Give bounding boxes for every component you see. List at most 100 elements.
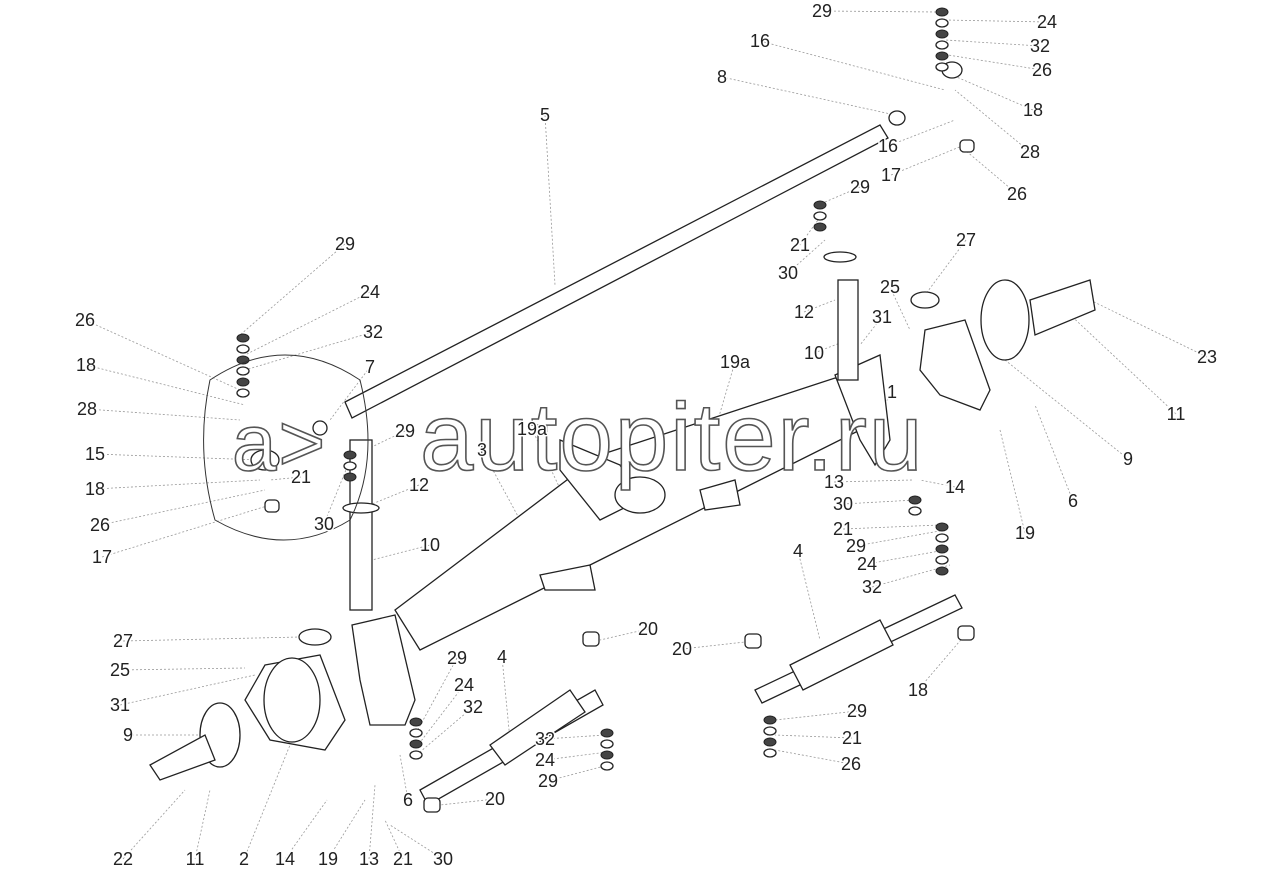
callout-19: 19 — [318, 849, 338, 869]
leader-line — [122, 789, 186, 860]
leader-line — [803, 299, 836, 313]
cylinder-barrel-right — [789, 619, 894, 691]
callout-14: 14 — [945, 477, 965, 497]
leader-line — [954, 89, 1031, 153]
washer — [813, 200, 827, 210]
leader-line — [417, 684, 465, 746]
callout-16: 16 — [750, 31, 770, 51]
beam-boss — [614, 476, 666, 514]
knuckle-arm-right — [834, 354, 891, 467]
bushing — [264, 499, 280, 513]
washer — [935, 40, 949, 50]
callout-29: 29 — [447, 648, 467, 668]
washer — [236, 366, 250, 376]
washer — [935, 51, 949, 61]
callout-21: 21 — [393, 849, 413, 869]
washer — [236, 344, 250, 354]
leader-line — [354, 430, 406, 456]
callout-20: 20 — [672, 639, 692, 659]
washer — [409, 739, 423, 749]
callout-29: 29 — [812, 1, 832, 21]
cylinder-barrel-left — [489, 689, 586, 766]
washer — [935, 18, 949, 28]
callout-30: 30 — [433, 849, 453, 869]
washer — [935, 533, 949, 543]
nut-7 — [312, 420, 328, 436]
callout-17: 17 — [92, 547, 112, 567]
callout-13: 13 — [359, 849, 379, 869]
washer — [935, 555, 949, 565]
nut-8 — [888, 110, 906, 126]
callout-5: 5 — [540, 105, 550, 125]
leader-line — [269, 476, 302, 481]
tie-rod-end-left — [250, 449, 280, 471]
bushing — [582, 631, 600, 647]
bushing — [959, 139, 975, 153]
washer — [343, 461, 357, 471]
callout-28: 28 — [77, 399, 97, 419]
leader-line — [101, 504, 271, 558]
leader-line — [871, 564, 951, 588]
leader-line — [284, 799, 328, 860]
kingpin-right — [837, 279, 859, 381]
washer — [935, 7, 949, 17]
leader-line — [599, 628, 649, 641]
cylinder-bracket-left — [539, 564, 596, 591]
callout-23: 23 — [1197, 347, 1217, 367]
watermark: a> autopiter.ru — [203, 354, 923, 541]
leader-line — [833, 479, 913, 483]
leader-line — [721, 76, 896, 116]
leader-line — [821, 10, 939, 13]
leader-line — [951, 74, 1034, 111]
callout-26: 26 — [1007, 184, 1027, 204]
callout-24: 24 — [857, 554, 877, 574]
leader-line — [501, 656, 511, 741]
leader-line — [99, 489, 266, 526]
steering-knuckle-right — [919, 319, 991, 411]
callout-21: 21 — [833, 519, 853, 539]
callout-30: 30 — [778, 263, 798, 283]
washer — [600, 728, 614, 738]
washer — [600, 761, 614, 771]
leader-line — [544, 751, 608, 761]
seal-right — [910, 291, 940, 309]
washer — [935, 566, 949, 576]
cap-left — [342, 502, 380, 514]
bushing — [957, 625, 975, 641]
callout-27: 27 — [956, 230, 976, 250]
callout-24: 24 — [454, 675, 474, 695]
washer — [236, 377, 250, 387]
leader-line — [239, 243, 346, 336]
leader-line — [787, 239, 826, 274]
leader-lines — [84, 10, 1208, 860]
leader-line — [999, 429, 1026, 534]
hub-flange-left — [263, 657, 321, 743]
callout-12: 12 — [409, 475, 429, 495]
callout-32: 32 — [1030, 36, 1050, 56]
leader-line — [323, 459, 351, 525]
callout-32: 32 — [363, 322, 383, 342]
callout-27: 27 — [113, 631, 133, 651]
leader-line — [419, 706, 474, 753]
leader-line — [86, 408, 241, 421]
callout-17: 17 — [881, 165, 901, 185]
callout-3: 3 — [477, 440, 487, 460]
bushing — [423, 797, 441, 813]
bushing — [744, 633, 762, 649]
leader-line — [85, 364, 246, 406]
washer — [600, 750, 614, 760]
leader-line — [544, 114, 556, 286]
washer — [813, 222, 827, 232]
washer — [763, 748, 777, 758]
callout-6: 6 — [403, 790, 413, 810]
leader-line — [855, 529, 946, 547]
callout-29: 29 — [538, 771, 558, 791]
spindle-left — [149, 734, 216, 781]
callout-29: 29 — [846, 536, 866, 556]
callout-21: 21 — [291, 467, 311, 487]
leader-line — [243, 744, 291, 860]
callout-24: 24 — [360, 282, 380, 302]
